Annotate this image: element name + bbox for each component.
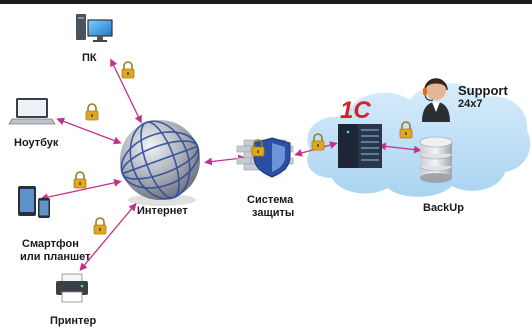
link-printer (79, 203, 137, 271)
link-pc (110, 58, 142, 124)
desktop-pc-icon (76, 14, 113, 42)
label-laptop: Ноутбук (14, 137, 59, 149)
globe-icon (120, 120, 200, 206)
label-pc: ПК (82, 52, 97, 64)
svg-text:1С: 1С (340, 97, 371, 124)
label-security-line1: Система (247, 194, 294, 206)
database-icon (419, 136, 453, 183)
link-smartphone (40, 179, 122, 201)
link-internet-security (204, 154, 246, 166)
cloud-shape (307, 83, 531, 197)
smartphone-tablet-icon (18, 186, 50, 218)
connection-lines (40, 58, 422, 271)
laptop-icon (8, 98, 56, 125)
label-smartphone-line1: Смартфон (22, 238, 79, 250)
link-server-backup (378, 142, 422, 154)
label-smartphone-line2: или планшет (20, 251, 91, 263)
top-edge-line (0, 0, 532, 4)
label-support: Support (458, 83, 508, 98)
support-agent-icon (422, 78, 450, 122)
server-rack-icon (338, 124, 382, 168)
logo-1c: 1С (340, 97, 371, 124)
label-support-hours: 24x7 (458, 98, 483, 110)
printer-icon (56, 273, 88, 303)
label-printer: Принтер (50, 315, 97, 327)
label-internet: Интернет (137, 205, 188, 217)
label-security-line2: защиты (252, 207, 295, 219)
firewall-shield-icon (236, 137, 294, 178)
label-backup: BackUp (423, 202, 464, 214)
link-laptop (56, 117, 122, 145)
